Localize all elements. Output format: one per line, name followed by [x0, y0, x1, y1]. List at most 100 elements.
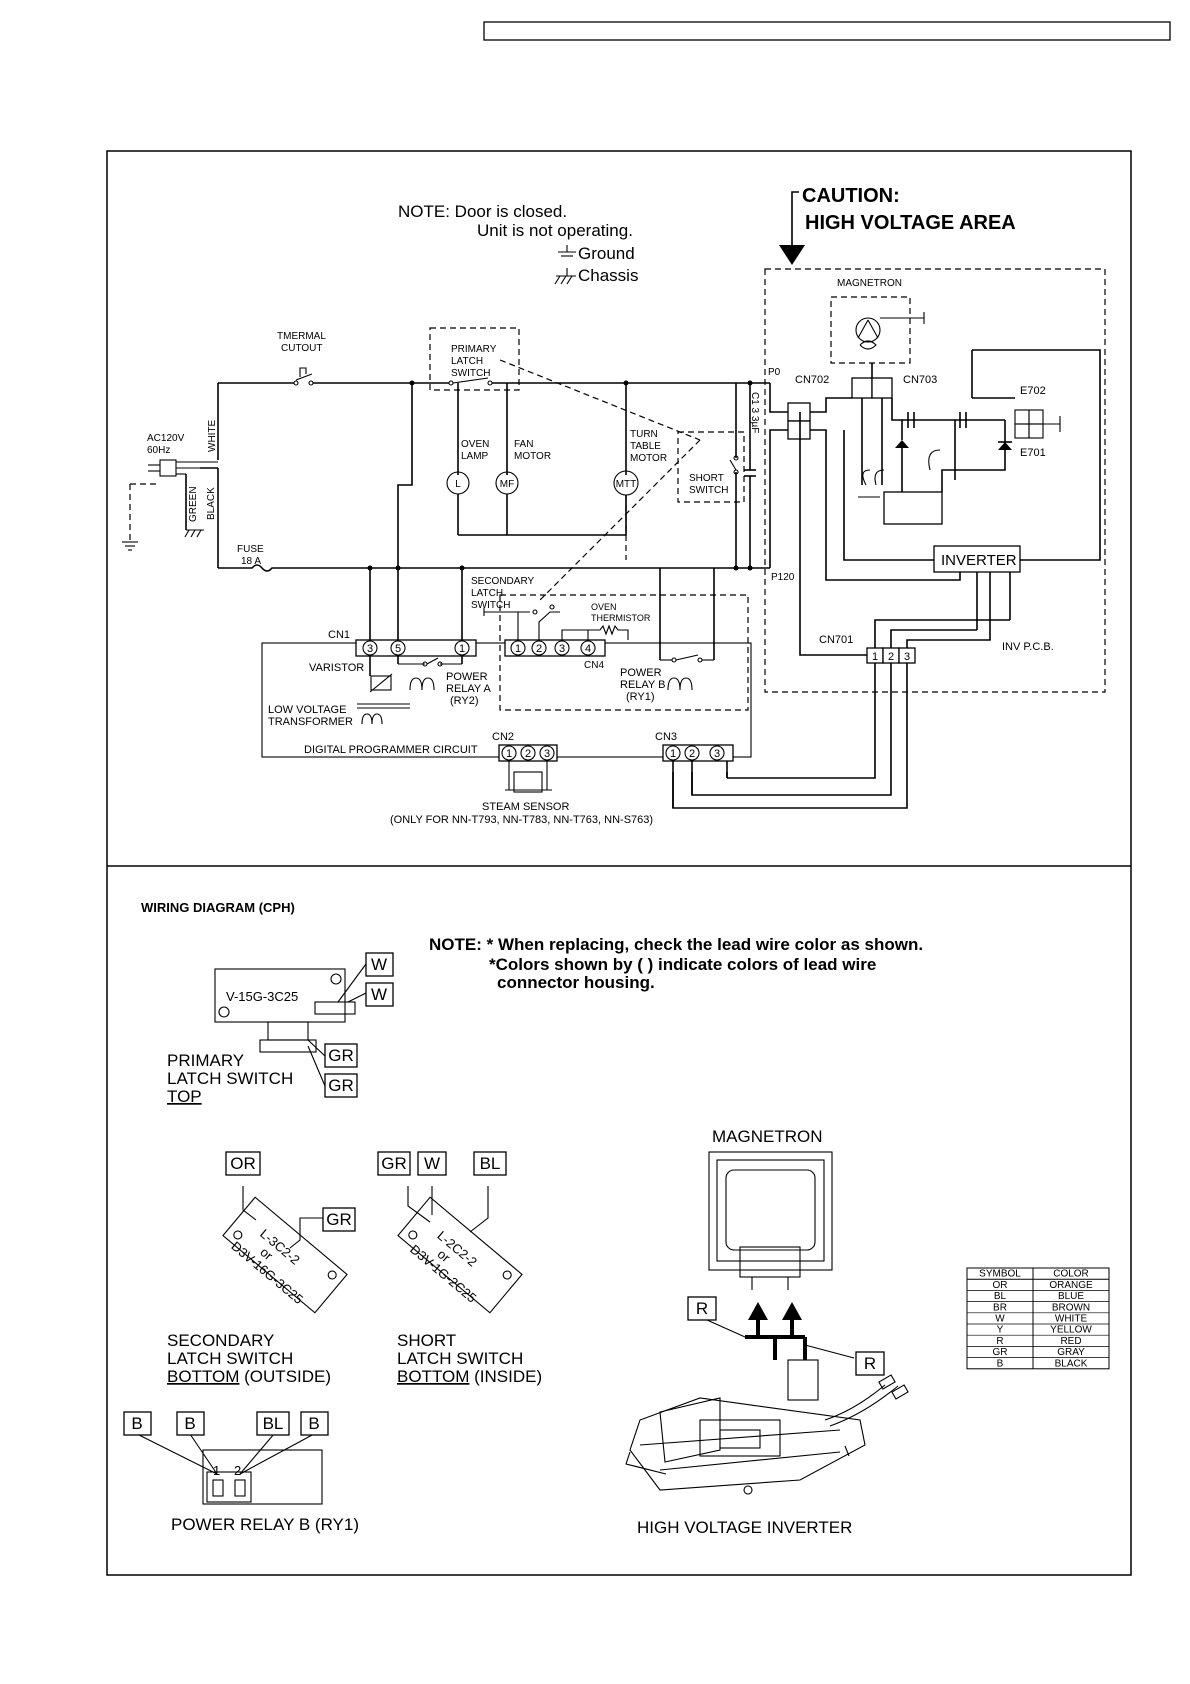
steam-sensor-models: (ONLY FOR NN-T793, NN-T783, NN-T763, NN-… [390, 814, 653, 826]
primary-caption-2: LATCH SWITCH [167, 1069, 293, 1088]
thermistor-icon [561, 624, 629, 640]
svg-text:B: B [184, 1414, 195, 1433]
wiring-note-line-3: connector housing. [497, 973, 655, 992]
legend-color: GRAY [1057, 1347, 1085, 1358]
short-caption-2: LATCH SWITCH [397, 1349, 523, 1368]
legend-color: BLUE [1058, 1291, 1084, 1302]
legend-symbol: GR [993, 1347, 1008, 1358]
high-voltage-area-box [764, 268, 1106, 693]
svg-text:4: 4 [585, 643, 591, 655]
fan-motor-icon: MF [495, 471, 519, 495]
svg-text:3: 3 [367, 643, 373, 655]
note-ground: Ground [578, 244, 635, 263]
svg-text:2: 2 [536, 643, 542, 655]
steam-sensor-icon [505, 761, 552, 793]
page-frame [106, 150, 1132, 1576]
svg-text:W: W [371, 955, 387, 974]
low-voltage-transformer-icon [357, 703, 410, 725]
cn3-label: CN3 [655, 731, 677, 743]
color-tag-or: OR [225, 1151, 261, 1176]
svg-text:2: 2 [689, 748, 695, 760]
diode-icon [998, 442, 1012, 450]
svg-text:1: 1 [872, 651, 878, 663]
magnetron-drawing [708, 1151, 833, 1290]
inv-pcb-label: INV P.C.B. [1002, 641, 1054, 653]
turntable-symbol: MTT [616, 479, 637, 490]
black-wire-label: BLACK [206, 487, 217, 520]
color-tag-b: B [300, 1411, 329, 1436]
fan-motor-label-2: MOTOR [514, 451, 551, 462]
legend-color: RED [1060, 1336, 1081, 1347]
relay-pin-2: 2 [234, 1463, 241, 1478]
color-tag-bl: BL [473, 1151, 507, 1176]
oven-lamp-label-1: OVEN [461, 439, 489, 450]
low-voltage-label-2: TRANSFORMER [268, 716, 353, 728]
green-wire-label: GREEN [188, 486, 199, 522]
color-tag-b: B [176, 1411, 205, 1436]
color-tag-gr: GR [324, 1073, 358, 1098]
capacitor-label: C1 3 3µF [749, 392, 760, 433]
arrow-up-icon [745, 1302, 807, 1360]
legend-color: ORANGE [1049, 1280, 1093, 1291]
power-relay-b-drawing [136, 1433, 323, 1505]
secondary-latch-switch-box [499, 594, 749, 711]
header-bar [483, 21, 1171, 41]
turntable-label-3: MOTOR [630, 453, 667, 464]
color-tag-r: R [855, 1351, 885, 1376]
svg-text:BL: BL [480, 1154, 501, 1173]
relay-b-label-2: RELAY B [620, 679, 665, 691]
color-tag-w: W [365, 982, 394, 1007]
secondary-caption-2: LATCH SWITCH [167, 1349, 293, 1368]
cn2-label: CN2 [492, 731, 514, 743]
short-switch-label-1: SHORT [689, 473, 724, 484]
color-tag-w: W [417, 1151, 447, 1176]
legend-color: BLACK [1055, 1358, 1088, 1369]
secondary-part-text: L-3C2-2 or D3V-16G-3C25 [228, 1226, 306, 1307]
digital-programmer-label: DIGITAL PROGRAMMER CIRCUIT [304, 744, 478, 756]
cn701-label: CN701 [819, 634, 853, 646]
color-tag-bl: BL [256, 1411, 290, 1436]
svg-text:BL: BL [263, 1414, 284, 1433]
magnetron-label: MAGNETRON [837, 278, 902, 289]
thermal-cutout-switch-icon [293, 367, 314, 386]
secondary-latch-switch-drawing [222, 1186, 348, 1314]
primary-caption-1: PRIMARY [167, 1051, 244, 1070]
short-part-text: L-2C2-2 or D3V-1G-2C25 [407, 1228, 480, 1306]
svg-text:1: 1 [506, 748, 512, 760]
relay-caption: POWER RELAY B (RY1) [171, 1515, 359, 1534]
fuse-icon [218, 564, 660, 572]
primary-label-1: PRIMARY [451, 344, 497, 355]
low-voltage-label-1: LOW VOLTAGE [268, 704, 346, 716]
svg-text:GR: GR [328, 1076, 354, 1095]
schematic-diagram: NOTE: Door is closed. Unit is not operat… [122, 185, 1106, 826]
legend-color: WHITE [1055, 1314, 1088, 1325]
turntable-label-2: TABLE [630, 441, 661, 452]
primary-part-number: V-15G-3C25 [226, 989, 298, 1004]
wiring-diagram: WIRING DIAGRAM (CPH) NOTE: * When replac… [123, 900, 1110, 1537]
legend-color: BROWN [1052, 1302, 1090, 1313]
oven-lamp-icon: L [446, 471, 470, 495]
primary-label-2: LATCH [451, 356, 483, 367]
legend-color: YELLOW [1050, 1325, 1092, 1336]
turntable-label-1: TURN [630, 429, 658, 440]
svg-text:OR: OR [230, 1154, 256, 1173]
note-line-2: Unit is not operating. [477, 221, 633, 240]
power-relay-a-icon [409, 657, 443, 691]
wiring-note-line-2: *Colors shown by ( ) indicate colors of … [489, 955, 876, 974]
e702-label: E702 [1020, 385, 1046, 397]
short-caption-1: SHORT [397, 1331, 456, 1350]
legend-symbol: BL [994, 1291, 1007, 1302]
legend-symbol: Y [997, 1325, 1004, 1336]
color-tag-gr: GR [324, 1043, 358, 1068]
svg-text:GR: GR [328, 1046, 354, 1065]
svg-text:W: W [371, 985, 387, 1004]
legend-symbol: W [995, 1314, 1005, 1325]
magnetron-tube-icon [855, 312, 925, 350]
ground-symbol-icon [558, 245, 576, 257]
color-tag-w: W [365, 952, 394, 977]
svg-text:5: 5 [395, 643, 401, 655]
primary-label-3: SWITCH [451, 368, 490, 379]
caution-subtitle: HIGH VOLTAGE AREA [805, 212, 1016, 234]
cn1-label: CN1 [328, 629, 350, 641]
